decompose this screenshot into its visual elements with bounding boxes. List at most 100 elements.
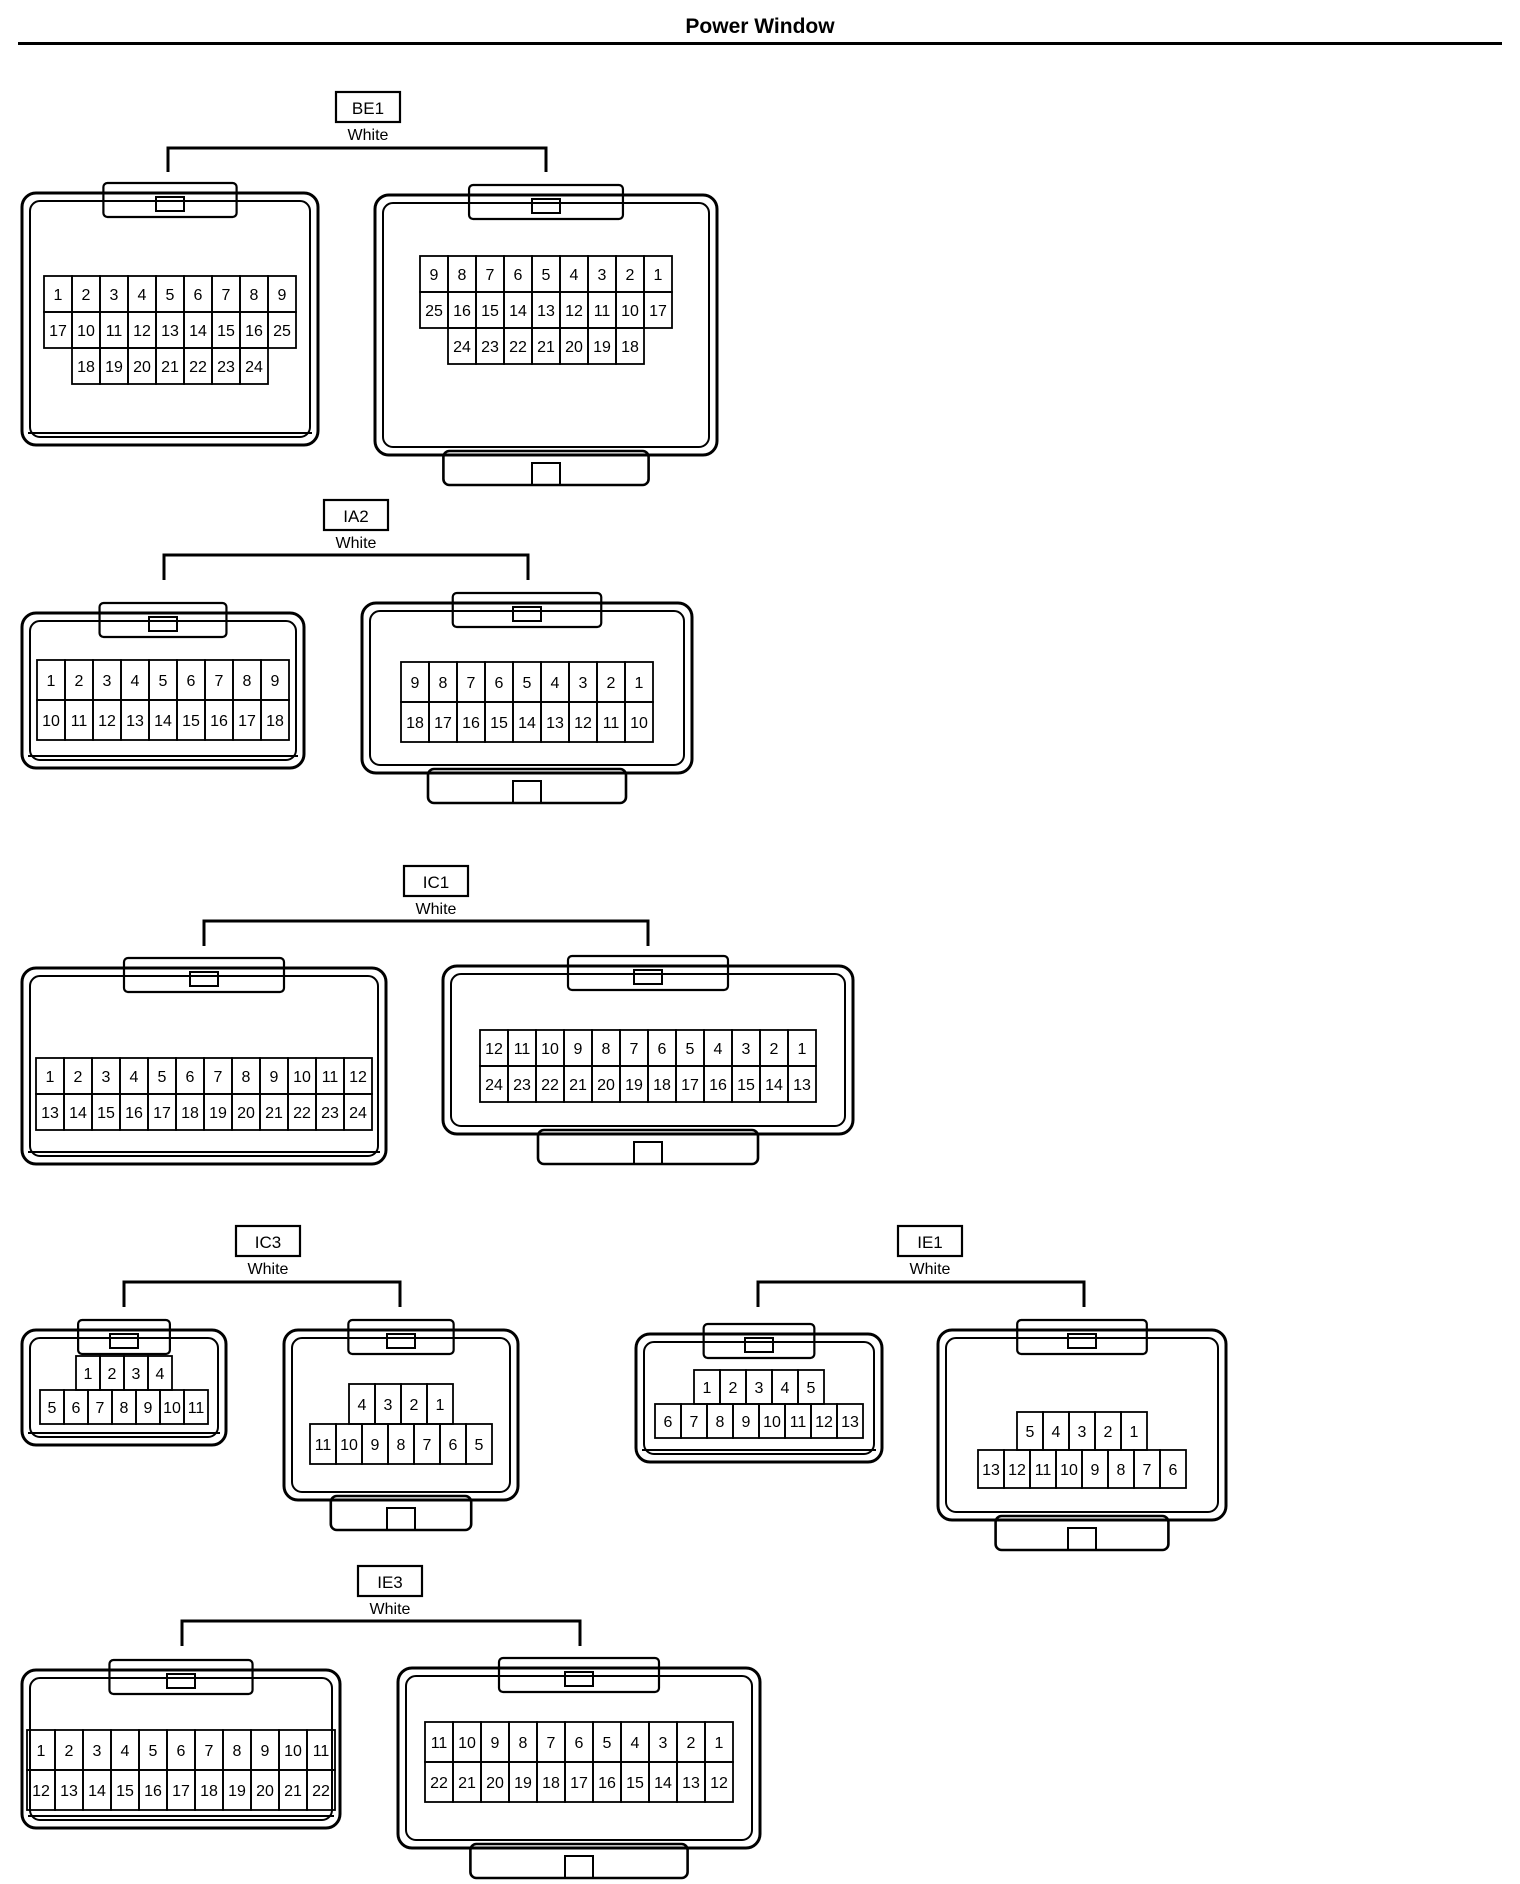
- pin-cavity: 9: [361, 1423, 389, 1465]
- pin-cavity: 9: [400, 661, 430, 703]
- pin-number: 2: [729, 1380, 738, 1397]
- pin-cavity: 7: [456, 661, 486, 703]
- pin-number: 15: [737, 1077, 755, 1094]
- pin-cavity: 4: [771, 1369, 799, 1405]
- pin-number: 11: [431, 1735, 448, 1752]
- pin-number: 14: [654, 1775, 672, 1792]
- pin-number: 21: [537, 339, 555, 356]
- pin-number: 5: [542, 267, 551, 284]
- pin-cavity: 6: [183, 275, 213, 313]
- pin-cavity: 7: [680, 1403, 708, 1439]
- pin-number: 8: [602, 1041, 611, 1058]
- pin-cavity: 4: [559, 255, 589, 293]
- pin-cavity: 11: [99, 311, 129, 349]
- pin-number: 15: [217, 323, 235, 340]
- pin-cavity: 12: [1003, 1449, 1031, 1489]
- title-rule: [18, 42, 1502, 45]
- pin-cavity: 1: [693, 1369, 721, 1405]
- pin-cavity: 3: [745, 1369, 773, 1405]
- pin-cavity: 3: [1068, 1411, 1096, 1451]
- pin-number: 10: [1060, 1462, 1078, 1479]
- pin-cavity: 13: [54, 1769, 84, 1811]
- pin-cavity: 11: [784, 1403, 812, 1439]
- pin-number: 7: [1143, 1462, 1152, 1479]
- pin-number: 12: [815, 1414, 833, 1431]
- pin-number: 15: [182, 713, 200, 730]
- pin-cavity: 4: [120, 659, 150, 701]
- pin-cavity: 6: [176, 659, 206, 701]
- pin-cavity: 2: [596, 661, 626, 703]
- pin-cavity: 4: [147, 1355, 173, 1391]
- pin-cavity: 10: [36, 699, 66, 741]
- pin-number: 8: [519, 1735, 528, 1752]
- pin-cavity: 5: [148, 659, 178, 701]
- pin-number: 8: [439, 675, 448, 692]
- pin-number: 22: [430, 1775, 448, 1792]
- pin-cavity: 19: [99, 347, 129, 385]
- pin-number: 2: [626, 267, 635, 284]
- pin-cavity: 24: [343, 1093, 373, 1131]
- pin-number: 9: [144, 1400, 153, 1417]
- pin-cavity: 2: [400, 1383, 428, 1425]
- pin-number: 15: [626, 1775, 644, 1792]
- connector-color: White: [910, 1261, 951, 1278]
- pin-cavity: 13: [540, 701, 570, 743]
- pin-cavity: 24: [479, 1065, 509, 1103]
- pin-cavity: 1: [26, 1729, 56, 1771]
- pin-cavity: 11: [309, 1423, 337, 1465]
- pin-cavity: 6: [166, 1729, 196, 1771]
- pin-number: 2: [607, 675, 616, 692]
- pin-cavity: 4: [620, 1721, 650, 1763]
- pin-number: 24: [349, 1105, 367, 1122]
- pin-cavity: 12: [127, 311, 157, 349]
- pin-number: 20: [237, 1105, 255, 1122]
- pin-number: 18: [77, 359, 95, 376]
- pin-number: 18: [542, 1775, 560, 1792]
- pin-number: 17: [681, 1077, 699, 1094]
- pin-number: 7: [222, 287, 231, 304]
- pin-number: 6: [177, 1743, 186, 1760]
- pin-number: 12: [565, 303, 583, 320]
- pin-cavity: 2: [1094, 1411, 1122, 1451]
- pin-cavity: 17: [643, 291, 673, 329]
- pin-cavity: 11: [183, 1389, 209, 1425]
- pin-number: 9: [270, 1069, 279, 1086]
- pin-number: 11: [594, 303, 611, 320]
- connector-id: BE1: [352, 99, 384, 118]
- pin-cavity: 3: [123, 1355, 149, 1391]
- pin-number: 9: [371, 1437, 380, 1454]
- pin-cavity: 7: [475, 255, 505, 293]
- pin-cavity: 15: [484, 701, 514, 743]
- pin-number: 8: [716, 1414, 725, 1431]
- pin-number: 8: [120, 1400, 129, 1417]
- pin-cavity: 17: [675, 1065, 705, 1103]
- pin-cavity: 8: [428, 661, 458, 703]
- pin-cavity: 8: [706, 1403, 734, 1439]
- pin-cavity: 3: [648, 1721, 678, 1763]
- pin-cavity: 6: [654, 1403, 682, 1439]
- pin-number: 13: [982, 1462, 1000, 1479]
- pin-number: 14: [154, 713, 172, 730]
- pin-cavity: 8: [387, 1423, 415, 1465]
- pin-cavity: 10: [624, 701, 654, 743]
- pin-number: 9: [1091, 1462, 1100, 1479]
- pin-cavity: 7: [1133, 1449, 1161, 1489]
- pin-number: 16: [462, 715, 480, 732]
- pin-number: 1: [37, 1743, 46, 1760]
- pin-number: 5: [807, 1380, 816, 1397]
- pin-number: 11: [106, 323, 123, 340]
- pin-number: 6: [664, 1414, 673, 1431]
- pin-cavity: 23: [475, 327, 505, 365]
- pin-cavity: 2: [615, 255, 645, 293]
- pin-number: 25: [273, 323, 291, 340]
- pin-cavity: 9: [419, 255, 449, 293]
- pin-number: 9: [278, 287, 287, 304]
- pin-number: 24: [485, 1077, 503, 1094]
- pin-number: 11: [188, 1400, 205, 1417]
